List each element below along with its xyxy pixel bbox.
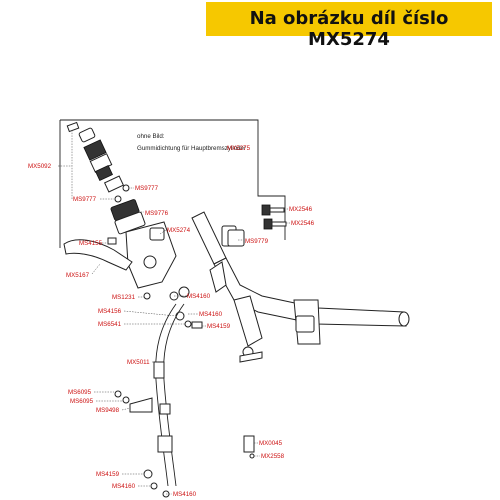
inset-note-line2: Gummidichtung für Hauptbremszylinder (137, 145, 246, 152)
label-MS4155: MS4155 (79, 240, 103, 247)
label-MS9498: MS9498 (96, 407, 120, 414)
label-MS9777-upper: MS9777 (135, 185, 159, 192)
label-MX2546-lower: MX2546 (291, 220, 315, 227)
label-MS4160-banjo: MS4160 (187, 293, 211, 300)
label-MX5011: MX5011 (127, 359, 150, 366)
label-MS4156: MS4156 (98, 308, 122, 315)
label-MS6095-first: MS6095 (68, 389, 92, 396)
leader-lines (58, 130, 290, 495)
mount-bolts (243, 204, 287, 459)
label-MS1231: MS1231 (112, 294, 136, 301)
label-MX5167: MX5167 (66, 272, 90, 279)
label-MS9776: MS9776 (145, 210, 169, 217)
master-cylinder-assembly (66, 121, 177, 289)
hose-assembly (114, 286, 203, 498)
label-MS6541: MS6541 (98, 321, 122, 328)
label-MS4159-lower: MS4159 (96, 471, 120, 478)
label-MS4160-washer: MS4160 (199, 311, 223, 318)
handlebar (191, 211, 410, 363)
label-MX2546-upper: MX2546 (289, 206, 313, 213)
page-title: Na obrázku díl číslo MX5274 (249, 8, 449, 50)
brake-lever (63, 237, 133, 271)
label-MS4160-lower-left: MS4160 (112, 483, 136, 490)
inset-note-code: MX5275 (227, 145, 251, 152)
inset-note-line1: ohne Bild: (137, 133, 165, 140)
label-MS4159-upper: MS4159 (207, 323, 231, 330)
title-banner: Na obrázku díl číslo MX5274 (206, 2, 492, 50)
part-labels: MX5092 MS9777 MS9777 MS9776 MX5274 MS415… (28, 163, 315, 498)
label-MX5274: MX5274 (167, 227, 191, 234)
label-MS9779: MS9779 (245, 238, 269, 245)
label-MS4160-lower-right: MS4160 (173, 491, 197, 498)
label-MX2558: MX2558 (261, 453, 285, 460)
label-MX5092: MX5092 (28, 163, 52, 170)
label-MS6095-second: MS6095 (70, 398, 94, 405)
inset-box: ohne Bild: Gummidichtung für Hauptbremsz… (59, 119, 286, 248)
label-MS9777-lower: MS9777 (73, 196, 97, 203)
label-MX0045: MX0045 (259, 440, 283, 447)
